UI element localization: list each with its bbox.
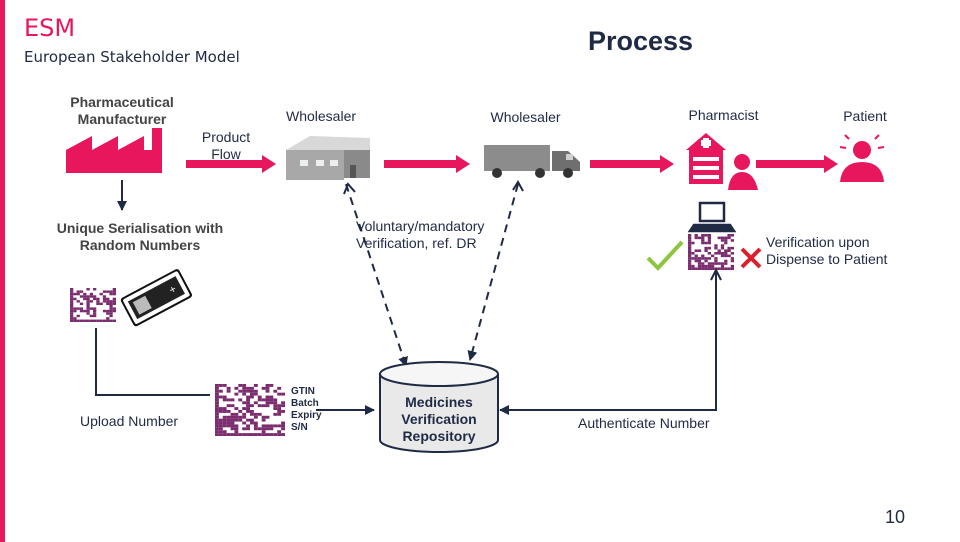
- code-field-sn: S/N: [291, 422, 308, 433]
- repository-line-1: Medicines: [405, 394, 473, 410]
- datamatrix-upload-icon: [215, 384, 285, 436]
- pack-icon: +: [120, 269, 192, 327]
- serialisation-note: Unique Serialisation with Random Numbers: [56, 220, 224, 253]
- code-field-gtin: GTIN: [291, 386, 315, 397]
- check-icon: [646, 240, 684, 271]
- repository-label: Medicines Verification Repository: [384, 394, 494, 445]
- manufacturer-label: Pharmaceutical Manufacturer: [70, 94, 174, 127]
- verification-note: Voluntary/mandatory Verification, ref. D…: [356, 218, 485, 251]
- repository-line-2: Verification: [401, 411, 477, 427]
- patient-icon: [839, 134, 885, 182]
- product-flow-label: Product Flow: [201, 129, 251, 162]
- verification-lines: [345, 183, 519, 367]
- wholesaler-1-label: Wholesaler: [285, 108, 357, 124]
- factory-icon: [66, 128, 162, 173]
- code-field-batch: Batch: [291, 398, 319, 409]
- code-fields: GTIN Batch Expiry S/N: [291, 386, 322, 434]
- page-title: Process: [588, 26, 694, 56]
- pharmacy-icon: [686, 133, 758, 190]
- patient-label: Patient: [843, 108, 887, 124]
- laptop-icon: [687, 201, 737, 233]
- wholesaler-2-label: Wholesaler: [490, 109, 561, 125]
- dispense-note: Verification upon Dispense to Patient: [766, 234, 888, 267]
- truck-icon: [484, 145, 580, 178]
- authenticate-path: [499, 270, 717, 415]
- code-field-expiry: Expiry: [291, 410, 322, 421]
- accent-bar: [0, 0, 5, 542]
- brand-subtitle: European Stakeholder Model: [24, 48, 240, 66]
- product-flow-arrows: [186, 155, 838, 173]
- datamatrix-pharmacy-icon: [688, 234, 734, 270]
- warehouse-icon: [286, 136, 370, 180]
- repository-line-3: Repository: [402, 428, 476, 444]
- authenticate-number-label: Authenticate Number: [578, 415, 710, 431]
- pharmacist-label: Pharmacist: [688, 107, 759, 123]
- upload-path: [95, 328, 210, 396]
- upload-number-label: Upload Number: [80, 413, 179, 429]
- brand-title: ESM: [24, 14, 76, 42]
- repository-cylinder: [379, 361, 499, 453]
- datamatrix-manufacturer-icon: [70, 288, 116, 322]
- page-number: 10: [884, 507, 905, 527]
- cross-icon: [740, 247, 762, 269]
- svg-text:+: +: [167, 283, 178, 297]
